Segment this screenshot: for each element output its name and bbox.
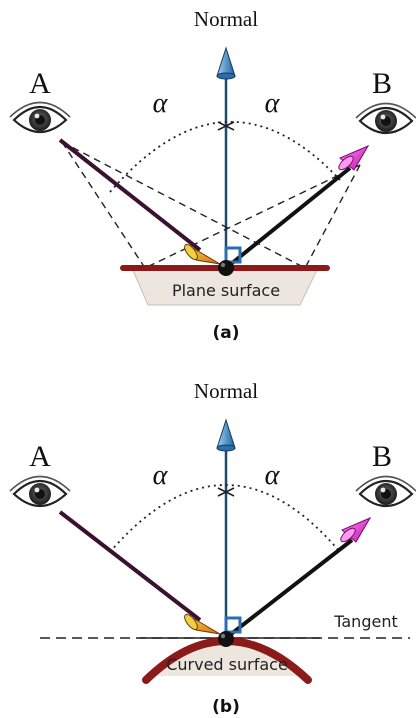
angle-arc [109, 484, 341, 553]
observer-a-label: A [29, 440, 51, 473]
incident-ray [58, 138, 202, 252]
normal-label: Normal [194, 379, 258, 403]
normal-arrow-cone [216, 418, 236, 452]
surface-label: Curved surface [166, 655, 288, 674]
observer-b-label: B [372, 440, 392, 473]
right-angle-marker [224, 246, 242, 264]
angle-left-label: α [153, 460, 169, 491]
incident-arrow-cone [184, 613, 221, 635]
reflected-ray [224, 538, 354, 640]
observer-b-label: B [372, 67, 392, 100]
incident-arrow-cone [184, 243, 221, 265]
angle-right-label: α [265, 460, 281, 491]
eye-icon [8, 475, 72, 508]
panel-a: Normal α α [8, 7, 416, 343]
observer-a-label: A [29, 67, 51, 100]
surface-label: Plane surface [172, 281, 280, 300]
eye-icon [354, 102, 416, 135]
eye-icon [8, 101, 72, 134]
angle-left-label: α [153, 88, 169, 119]
angle-arc [109, 121, 341, 193]
incidence-point [218, 260, 234, 276]
angle-arrowheads [217, 487, 235, 497]
panel-caption: (a) [212, 323, 239, 343]
normal-arrow-cone [216, 46, 236, 80]
angle-right-label: α [265, 88, 281, 119]
angle-arrowheads [217, 121, 235, 131]
panel-caption: (b) [212, 697, 240, 717]
dashed-rays [61, 141, 361, 269]
incidence-point [218, 631, 234, 647]
normal-label: Normal [194, 7, 258, 31]
reflected-arrow-cone [338, 144, 370, 171]
tangent-label: Tangent [333, 612, 397, 631]
eye-icon [354, 475, 416, 508]
incident-ray [58, 510, 202, 622]
panel-b: Normal α α Tangent C [8, 379, 416, 717]
reflected-arrow-cone [340, 516, 372, 543]
reflected-ray [224, 166, 352, 270]
right-angle-marker [224, 616, 242, 634]
